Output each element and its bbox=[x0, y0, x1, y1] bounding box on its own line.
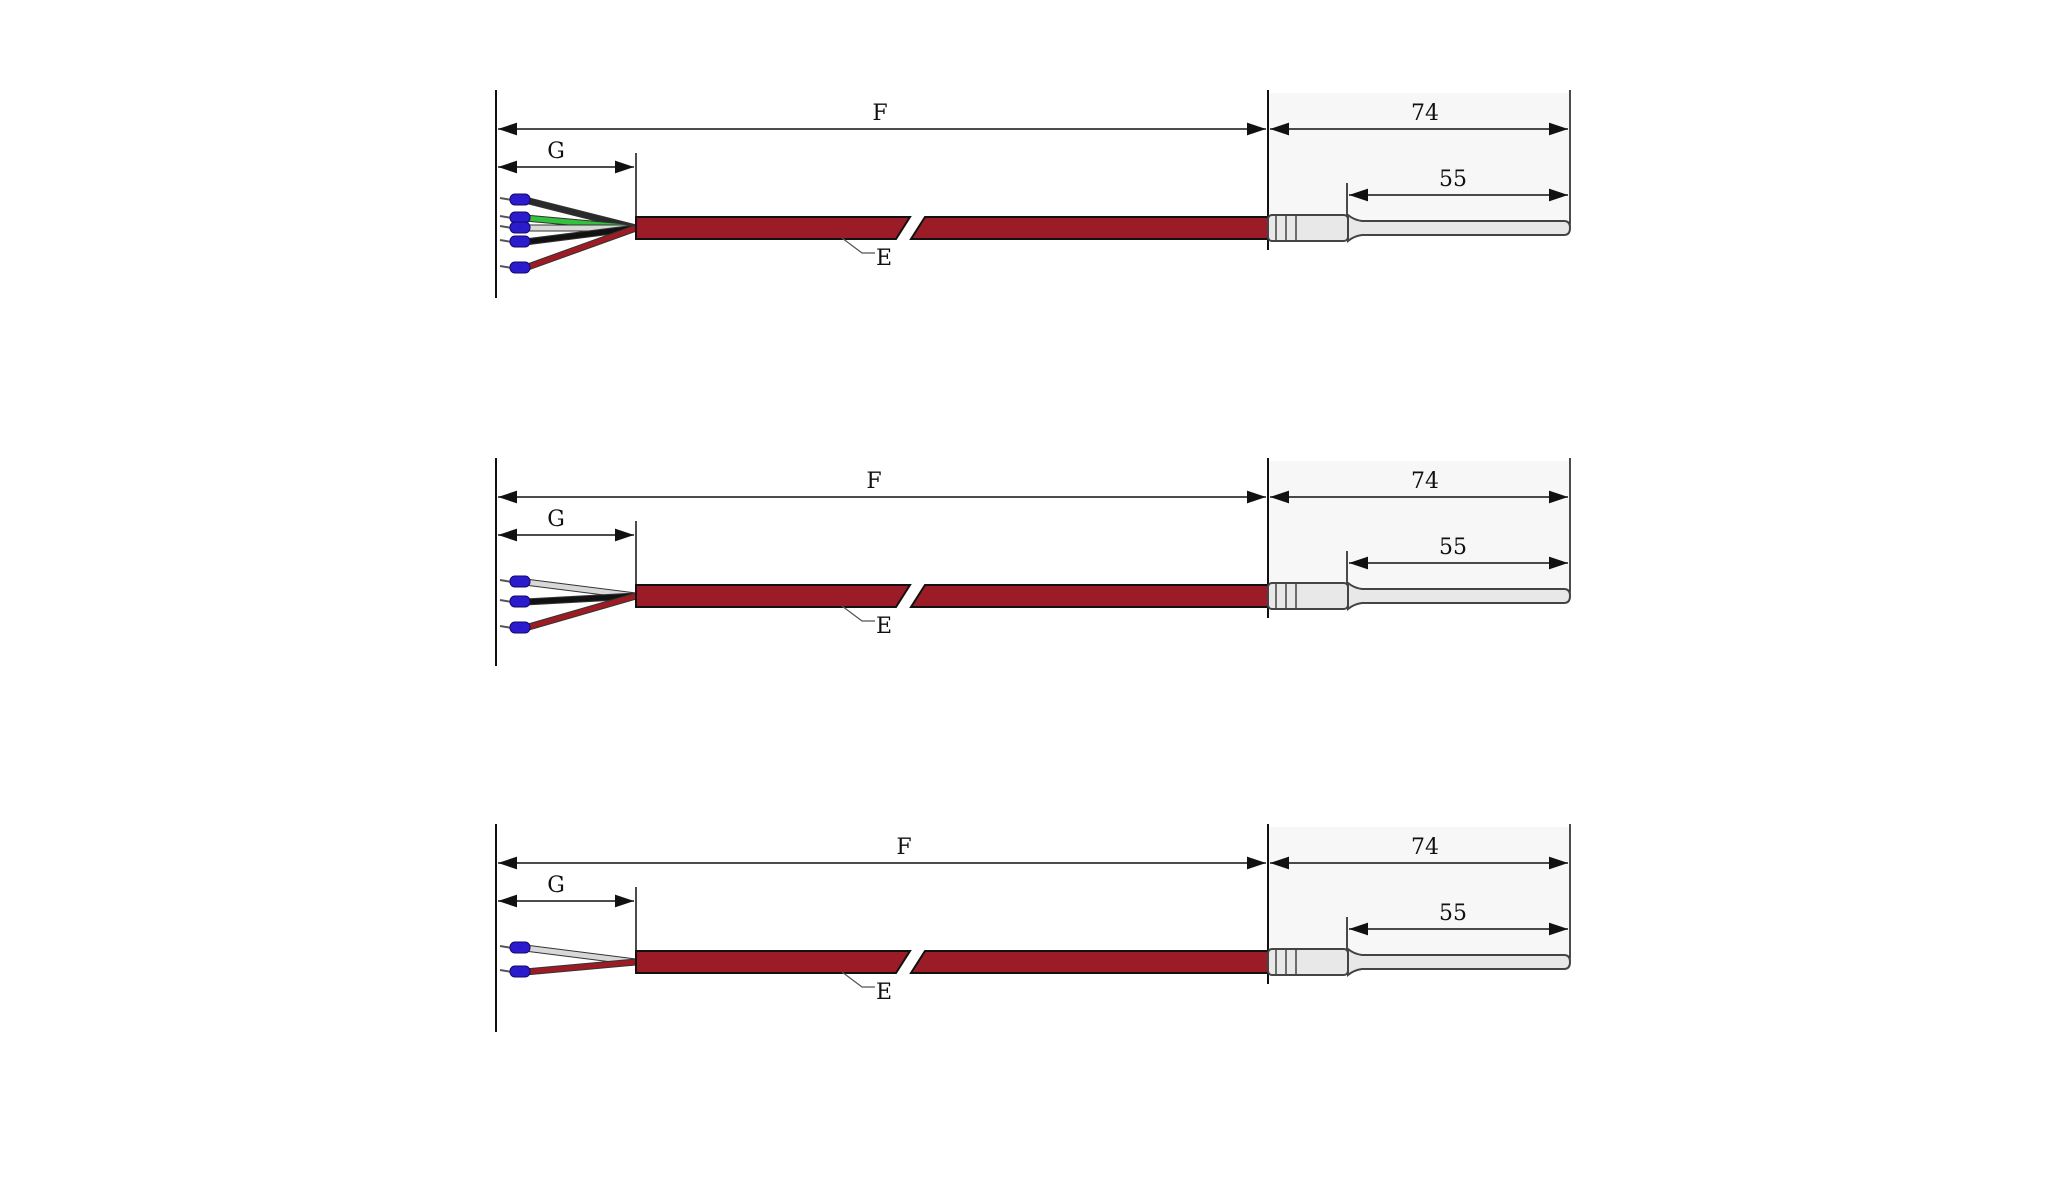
wire-core bbox=[522, 593, 639, 631]
probe-tube bbox=[1347, 212, 1572, 244]
cable-jacket-right bbox=[909, 216, 1269, 240]
wire-1 bbox=[499, 575, 640, 600]
label-74: 74 bbox=[1411, 835, 1439, 860]
label-74: 74 bbox=[1411, 469, 1439, 494]
ferrule bbox=[509, 261, 531, 274]
cable-jacket-left bbox=[635, 216, 912, 240]
leader-e bbox=[841, 971, 875, 988]
sensor-zone-background bbox=[1268, 827, 1570, 962]
ferrule bbox=[509, 211, 531, 224]
label-g: G bbox=[547, 139, 565, 164]
label-f: F bbox=[896, 835, 911, 860]
ferrule bbox=[509, 965, 531, 978]
probe-sleeve bbox=[1267, 582, 1349, 610]
wire-core bbox=[522, 225, 639, 245]
wire-core bbox=[522, 959, 639, 975]
label-f: F bbox=[872, 101, 887, 126]
cable-drawing-3: F 74 55 G E bbox=[495, 824, 1572, 1032]
cable-jacket-right bbox=[909, 584, 1269, 608]
label-g: G bbox=[547, 507, 565, 532]
probe-sleeve bbox=[1267, 948, 1349, 976]
label-e: E bbox=[876, 614, 892, 639]
temperature-probe bbox=[1267, 946, 1572, 978]
label-f: F bbox=[866, 469, 881, 494]
sensor-zone-background bbox=[1268, 93, 1570, 228]
wire-5 bbox=[499, 224, 640, 274]
wire-3 bbox=[499, 592, 640, 634]
wire-4 bbox=[499, 224, 640, 248]
wire-1 bbox=[499, 941, 640, 966]
cable-jacket bbox=[635, 950, 1269, 974]
ferrule bbox=[509, 575, 531, 588]
temperature-probe bbox=[1267, 212, 1572, 244]
probe-sleeve bbox=[1267, 214, 1349, 242]
cable-drawing-1: F 74 55 G E bbox=[495, 90, 1572, 298]
cable-jacket-left bbox=[635, 584, 912, 608]
label-g: G bbox=[547, 873, 565, 898]
wire-core bbox=[522, 945, 639, 965]
sensor-zone-background bbox=[1268, 461, 1570, 596]
wire-2 bbox=[499, 592, 640, 608]
label-e: E bbox=[876, 980, 892, 1005]
label-55: 55 bbox=[1439, 535, 1467, 560]
cable-jacket-left bbox=[635, 950, 912, 974]
temperature-probe bbox=[1267, 580, 1572, 612]
ferrule bbox=[509, 941, 531, 954]
ferrule bbox=[509, 621, 531, 634]
cable-drawing-2: F 74 55 G E bbox=[495, 458, 1572, 666]
cable-jacket bbox=[635, 216, 1269, 240]
cable-jacket bbox=[635, 584, 1269, 608]
wire-core bbox=[522, 225, 639, 271]
ferrule bbox=[509, 193, 531, 206]
label-55: 55 bbox=[1439, 167, 1467, 192]
probe-tube bbox=[1347, 946, 1572, 978]
cable-jacket-right bbox=[909, 950, 1269, 974]
wire-core bbox=[522, 593, 639, 605]
ferrule bbox=[509, 221, 531, 234]
leader-e bbox=[841, 237, 875, 254]
label-55: 55 bbox=[1439, 901, 1467, 926]
wire-2 bbox=[499, 958, 640, 978]
ferrule bbox=[509, 235, 531, 248]
label-74: 74 bbox=[1411, 101, 1439, 126]
ferrule bbox=[509, 595, 531, 608]
label-e: E bbox=[876, 246, 892, 271]
probe-tube bbox=[1347, 580, 1572, 612]
leader-e bbox=[841, 605, 875, 622]
